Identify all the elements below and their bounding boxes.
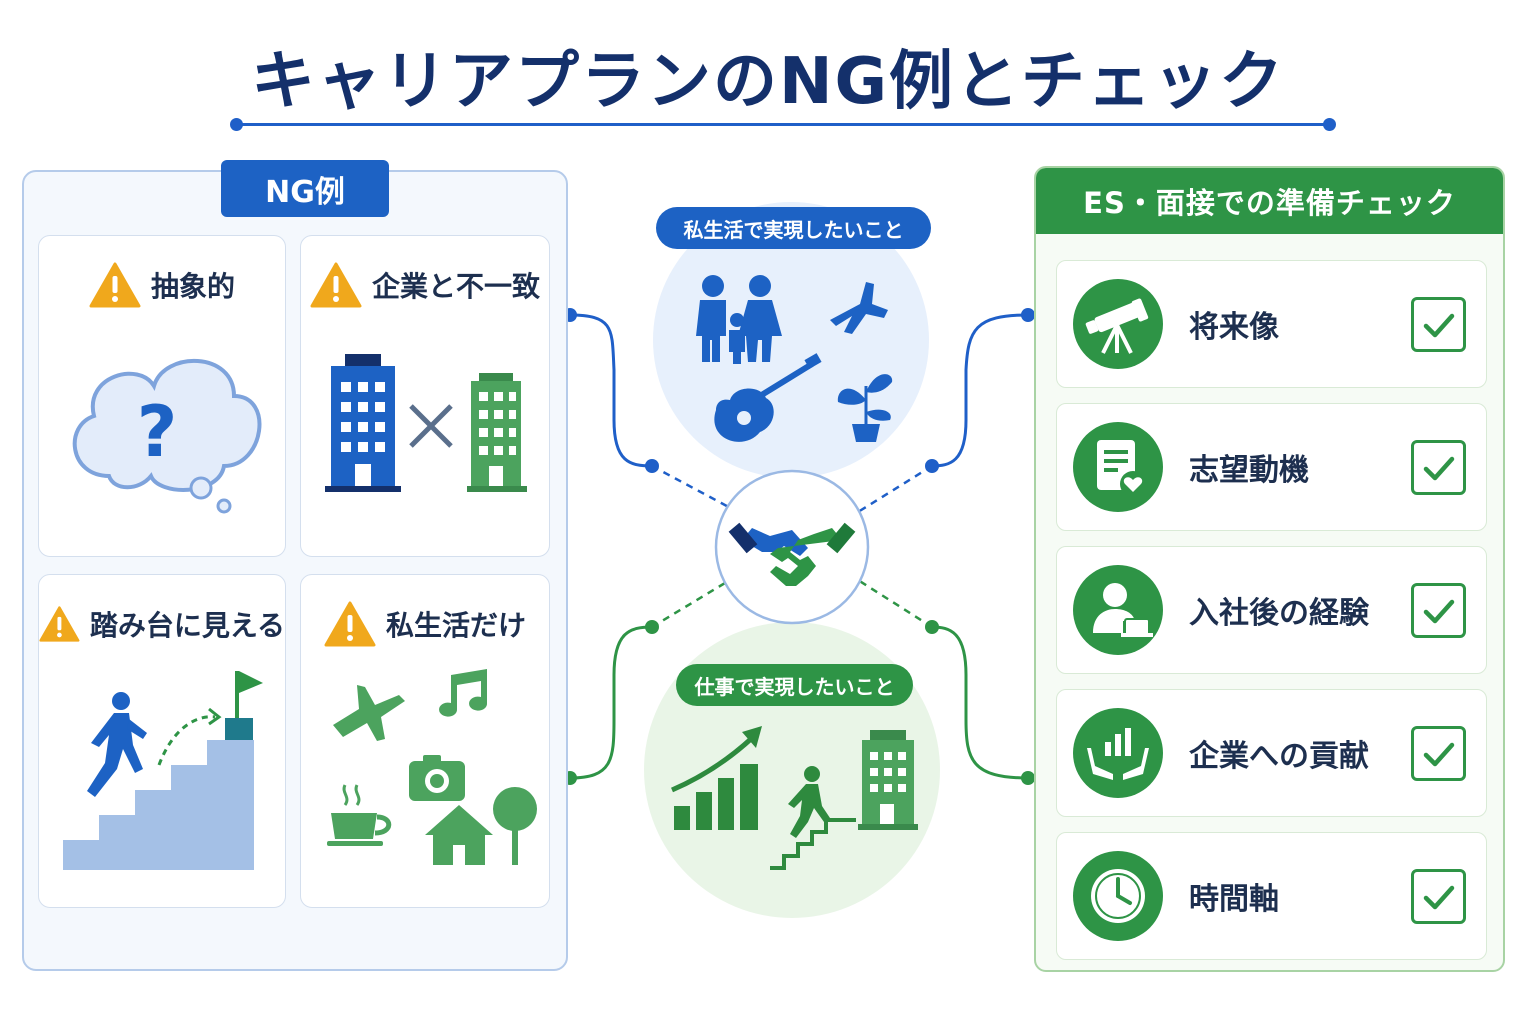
check-panel: ES・面接での準備チェック 将来像 志望 xyxy=(1034,166,1505,972)
title-underline xyxy=(236,123,1330,126)
check-item-motivation: 志望動機 xyxy=(1056,403,1487,531)
document-heart-icon xyxy=(1073,422,1163,512)
check-panel-header: ES・面接での準備チェック xyxy=(1036,168,1503,234)
check-item-future-vision: 将来像 xyxy=(1056,260,1487,388)
check-item-label: 志望動機 xyxy=(1189,453,1309,488)
title-underline-dot-right xyxy=(1323,118,1336,131)
check-item-label: 入社後の経験 xyxy=(1189,596,1369,631)
stairs-flag-icon xyxy=(63,671,263,870)
ng-examples-label: NG例 xyxy=(221,160,389,217)
check-item-contribution: 企業への貢献 xyxy=(1056,689,1487,817)
checkbox-checked[interactable] xyxy=(1411,297,1466,352)
check-item-label: 将来像 xyxy=(1189,310,1279,345)
tree-icon xyxy=(493,787,537,831)
checkbox-checked[interactable] xyxy=(1411,726,1466,781)
person-laptop-icon xyxy=(1073,565,1163,655)
warning-icon xyxy=(324,601,376,647)
ng-card-private-only: 私生活だけ xyxy=(300,574,550,908)
ng-card-title: 踏み台に見える xyxy=(89,609,285,642)
check-item-label: 企業への貢献 xyxy=(1189,739,1369,774)
title-underline-dot-left xyxy=(230,118,243,131)
hands-chart-icon xyxy=(1073,708,1163,798)
ng-card-title: 抽象的 xyxy=(150,270,235,303)
ng-card-title: 企業と不一致 xyxy=(371,270,540,303)
house-icon xyxy=(425,805,493,865)
checkbox-checked[interactable] xyxy=(1411,869,1466,924)
warning-icon xyxy=(39,606,80,642)
buildings-mismatch-icon xyxy=(325,354,527,492)
ng-card-stepping-stone: 踏み台に見える xyxy=(38,574,286,908)
clock-icon xyxy=(1073,851,1163,941)
ng-card-title: 私生活だけ xyxy=(385,609,526,642)
ng-card-abstract: 抽象的 ? xyxy=(38,235,286,557)
checkbox-checked[interactable] xyxy=(1411,440,1466,495)
hobbies-icon xyxy=(327,669,537,865)
airplane-icon xyxy=(333,685,405,741)
private-life-label: 私生活で実現したいこと xyxy=(656,207,931,249)
coffee-cup-icon xyxy=(331,813,377,839)
ng-card-mismatch: 企業と不一致 xyxy=(300,235,550,557)
check-item-post-joining-experience: 入社後の経験 xyxy=(1056,546,1487,674)
telescope-icon xyxy=(1073,279,1163,369)
check-item-timeline: 時間軸 xyxy=(1056,832,1487,960)
warning-icon xyxy=(89,262,141,308)
music-note-icon xyxy=(439,669,488,717)
work-label: 仕事で実現したいこと xyxy=(676,664,913,706)
warning-icon xyxy=(310,262,362,308)
page-title: キャリアプランのNG例とチェック xyxy=(250,45,1286,119)
check-item-label: 時間軸 xyxy=(1189,882,1279,917)
checkbox-checked[interactable] xyxy=(1411,583,1466,638)
thought-cloud-question-icon: ? xyxy=(72,358,262,514)
svg-text:?: ? xyxy=(137,391,178,473)
